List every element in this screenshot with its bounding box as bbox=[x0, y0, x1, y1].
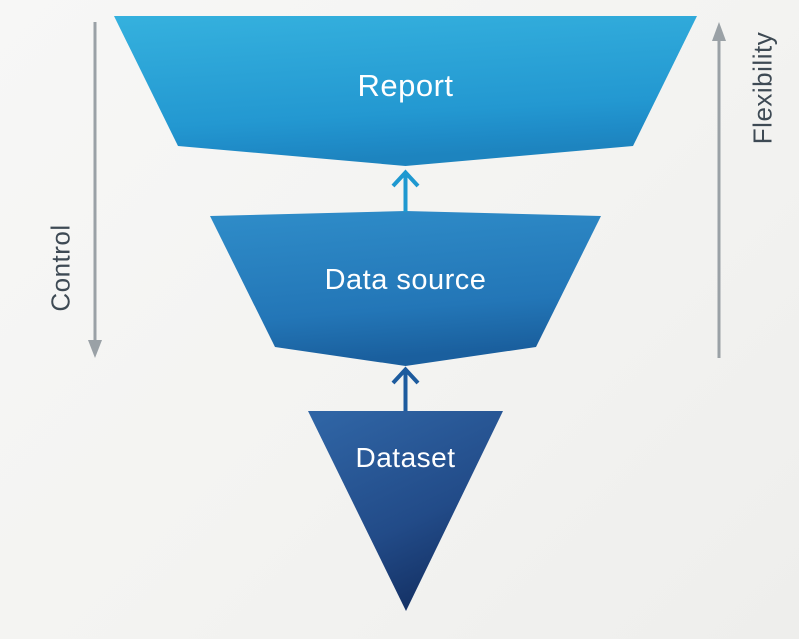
control-axis-label: Control bbox=[45, 224, 76, 312]
dataset-layer-shape bbox=[308, 411, 503, 611]
report-layer-shape bbox=[114, 16, 697, 166]
flexibility-axis-label: Flexibility bbox=[747, 31, 778, 145]
up-arrow-datasource-to-report bbox=[391, 169, 420, 212]
control-axis-arrow bbox=[88, 22, 102, 358]
data-source-layer-shape bbox=[210, 211, 601, 366]
flexibility-axis-arrow bbox=[712, 22, 726, 358]
up-arrow-dataset-to-datasource bbox=[391, 366, 420, 411]
